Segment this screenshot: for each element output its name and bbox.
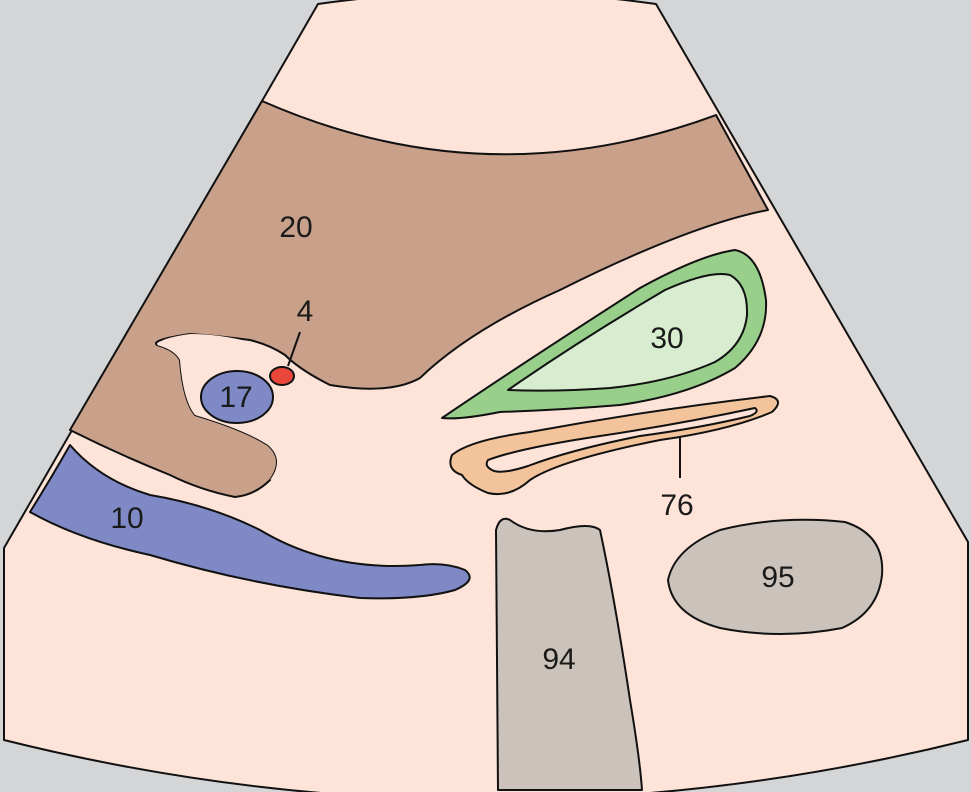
label-10: 10 [110, 502, 143, 535]
region-95 [667, 518, 884, 635]
region-20 [69, 100, 769, 498]
label-4: 4 [297, 295, 314, 328]
leader-4 [287, 331, 301, 367]
region-94 [495, 517, 643, 791]
label-95: 95 [761, 561, 794, 594]
label-94: 94 [542, 643, 575, 676]
region-17 [200, 370, 274, 424]
region-30-inner [507, 273, 749, 392]
region-10 [29, 444, 471, 600]
label-20: 20 [279, 211, 312, 244]
label-17: 17 [219, 381, 252, 414]
label-30: 30 [650, 322, 683, 355]
region-4 [269, 366, 295, 386]
label-76: 76 [660, 489, 693, 522]
region-76-inner [485, 407, 758, 473]
